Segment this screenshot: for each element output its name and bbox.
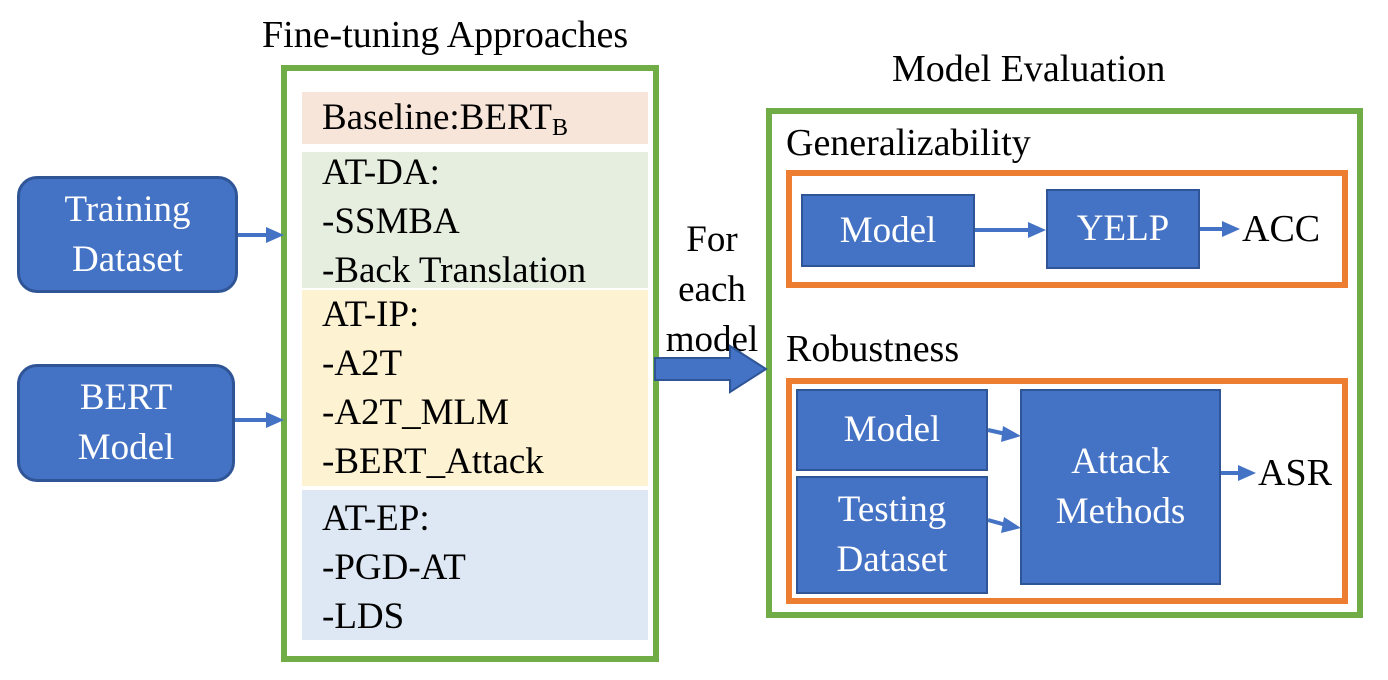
at-da-item-ssmba: -SSMBA (322, 201, 460, 242)
connector-line-1: For (686, 219, 738, 260)
training-dataset-line-2: Dataset (72, 238, 183, 280)
baseline-section: Baseline:BERTB (302, 92, 648, 144)
acc-label: ACC (1242, 208, 1321, 250)
at-da-heading: AT-DA: (322, 152, 440, 193)
bert-model-line-2: Model (77, 427, 175, 468)
generalizability-model-box: Model (801, 194, 975, 267)
at-ip-item-bert-attack: -BERT_Attack (322, 441, 544, 482)
robustness-frame (786, 378, 1348, 604)
arrow-testing-to-attack (987, 517, 1021, 533)
attack-methods-line-2: Methods (1055, 491, 1186, 532)
at-da-item-back-translation: -Back Translation (322, 250, 587, 291)
at-ep-section: AT-EP: -PGD-AT -LDS (302, 490, 648, 640)
training-dataset-line-1: Training (64, 188, 191, 230)
bert-model-box: BERT Model (17, 364, 235, 482)
at-da-section: AT-DA: -SSMBA -Back Translation (302, 152, 648, 291)
connector-line-2: each (678, 269, 746, 310)
model-evaluation-frame (766, 108, 1363, 618)
baseline-subscript: B (552, 115, 569, 141)
robustness-heading: Robustness (786, 328, 960, 370)
at-ip-heading: AT-IP: (322, 294, 420, 335)
at-ep-item-lds: -LDS (322, 596, 405, 637)
generalizability-frame (786, 170, 1348, 288)
arrow-bert-to-approaches (235, 412, 284, 428)
yelp-box: YELP (1046, 189, 1200, 269)
model-evaluation-title: Model Evaluation (892, 48, 1166, 90)
arrow-attack-to-asr (1221, 465, 1256, 481)
attack-methods-line-1: Attack (1071, 441, 1170, 482)
at-ip-section: AT-IP: -A2T -A2T_MLM -BERT_Attack (302, 290, 648, 486)
asr-label: ASR (1258, 452, 1332, 494)
arrow-training-to-approaches (238, 227, 284, 243)
attack-methods-box: Attack Methods (1020, 389, 1221, 585)
robustness-model-box: Model (796, 389, 988, 471)
bert-model-line-1: BERT (79, 377, 173, 418)
arrow-approaches-to-evaluation (654, 344, 768, 394)
at-ip-item-a2t: -A2T (322, 343, 403, 384)
testing-dataset-box: Testing Dataset (796, 476, 988, 594)
testing-dataset-line-2: Dataset (836, 539, 948, 580)
arrow-model-to-yelp (975, 222, 1046, 238)
arrow-yelp-to-acc (1200, 221, 1240, 237)
baseline-label: Baseline:BERTB (322, 97, 569, 141)
at-ep-heading: AT-EP: (322, 498, 430, 539)
testing-dataset-line-1: Testing (837, 489, 947, 530)
at-ep-item-pgd-at: -PGD-AT (322, 547, 466, 588)
fine-tuning-title: Fine-tuning Approaches (262, 14, 629, 56)
training-dataset-box: Training Dataset (17, 176, 238, 293)
at-ip-item-a2t-mlm: -A2T_MLM (322, 392, 510, 433)
generalizability-heading: Generalizability (786, 122, 1031, 164)
arrow-model-to-attack (987, 426, 1021, 442)
